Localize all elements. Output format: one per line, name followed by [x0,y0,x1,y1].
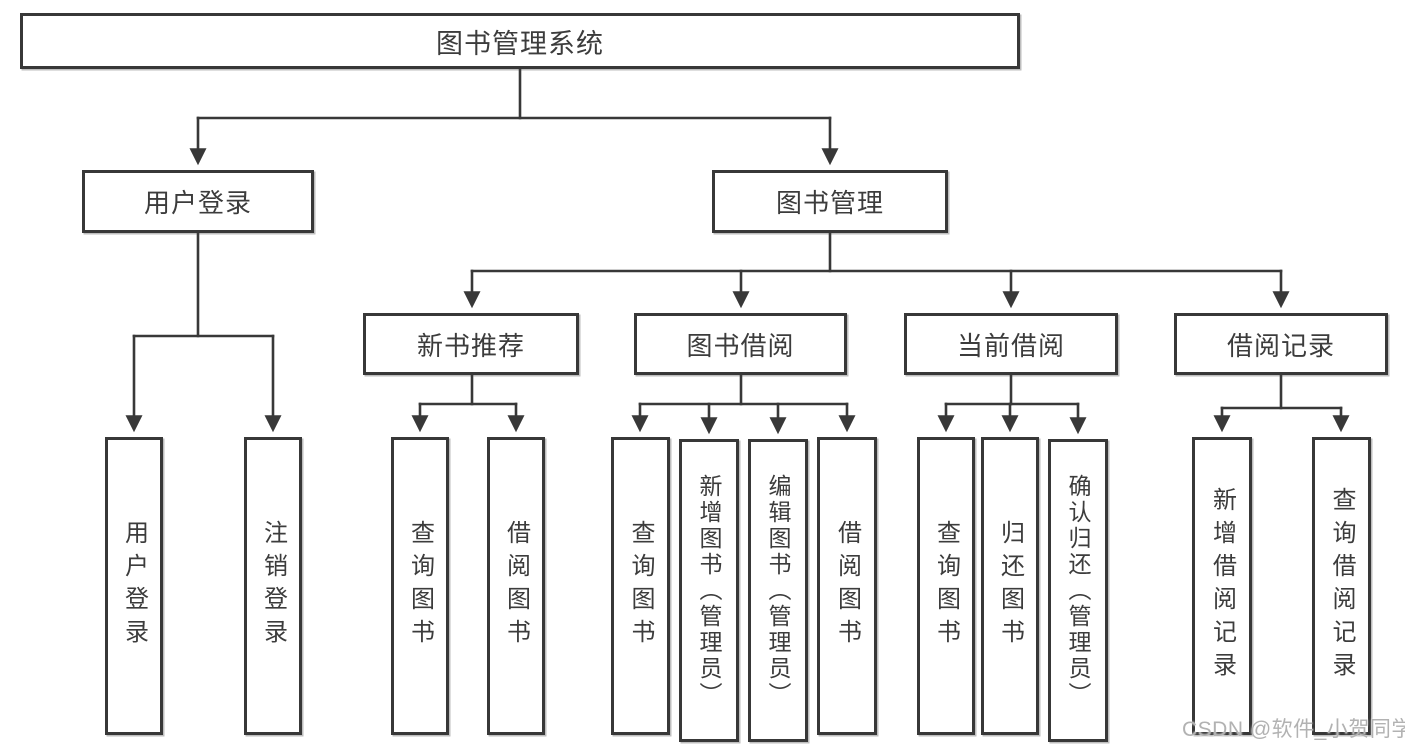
node-root: 图书管理系统 [20,13,1020,69]
leaf-nb-borrow-book: 借阅图书 [487,437,545,735]
csdn-watermark: CSDN @软件_小贺同学 [1182,718,1405,741]
leaf-bb-query-book: 查询图书 [611,437,670,735]
node-branch-book-management: 图书管理 [712,170,948,233]
node-group-current-borrow-label: 当前借阅 [956,330,1065,361]
leaf-bb-edit-book-admin: 编辑图书（管理员） [748,439,808,742]
node-branch-user-login-label: 用户登录 [143,188,252,218]
node-root-label: 图书管理系统 [436,28,604,59]
node-group-borrow-records: 借阅记录 [1174,313,1388,375]
leaf-br-query-record: 查询借阅记录 [1312,437,1371,735]
leaf-cb-return-book: 归还图书 [981,437,1039,735]
node-group-current-borrow: 当前借阅 [904,313,1118,375]
leaf-bb-borrow-book-label: 借阅图书 [833,520,861,652]
leaf-cb-return-book-label: 归还图书 [996,520,1024,652]
node-group-book-borrow-label: 图书借阅 [686,330,795,361]
leaf-bb-edit-book-admin-label: 编辑图书（管理员） [765,473,791,708]
leaf-user-login-label: 用户登录 [120,520,148,652]
leaf-nb-borrow-book-label: 借阅图书 [502,520,530,652]
leaf-user-login: 用户登录 [105,437,163,735]
node-group-book-borrow: 图书借阅 [634,313,847,375]
leaf-nb-query-book: 查询图书 [391,437,449,735]
leaf-cb-query-book-label: 查询图书 [932,520,960,652]
leaf-cb-confirm-return-admin: 确认归还（管理员） [1048,439,1108,742]
node-group-new-book-recommend-label: 新书推荐 [416,330,525,361]
leaf-br-query-record-label: 查询借阅记录 [1328,487,1355,685]
leaf-logout: 注销登录 [244,437,302,735]
node-group-borrow-records-label: 借阅记录 [1226,330,1335,361]
node-branch-user-login: 用户登录 [82,170,314,233]
leaf-br-add-record: 新增借阅记录 [1192,437,1252,735]
leaf-cb-query-book: 查询图书 [917,437,975,735]
leaf-bb-add-book-admin-label: 新增图书（管理员） [696,473,722,708]
leaf-nb-query-book-label: 查询图书 [406,520,434,652]
leaf-bb-borrow-book: 借阅图书 [817,437,877,735]
leaf-logout-label: 注销登录 [259,520,287,652]
node-branch-book-management-label: 图书管理 [775,188,884,218]
leaf-bb-query-book-label: 查询图书 [627,520,654,652]
leaf-cb-confirm-return-admin-label: 确认归还（管理员） [1065,473,1091,708]
leaf-br-add-record-label: 新增借阅记录 [1208,487,1236,685]
leaf-bb-add-book-admin: 新增图书（管理员） [679,439,739,742]
node-group-new-book-recommend: 新书推荐 [363,313,579,375]
